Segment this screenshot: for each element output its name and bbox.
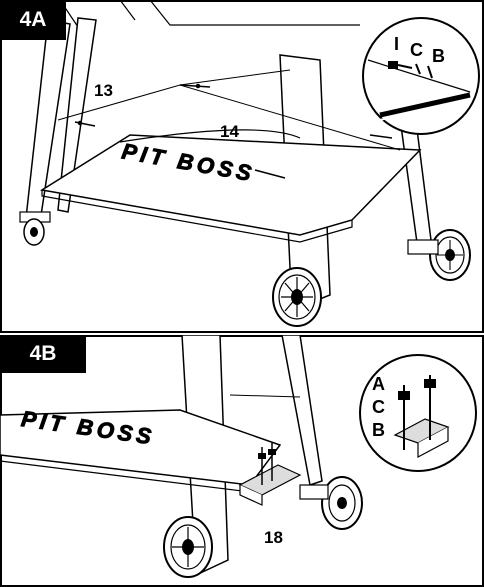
inset-label-c-4b: C [372,397,385,417]
inset-label-b: B [432,46,445,66]
bracket-part-18 [238,443,302,506]
zoom-inset-4b: A C B [359,354,477,472]
part-label-18: 18 [264,528,283,547]
part-label-13: 13 [94,81,113,100]
large-wheel-4a [272,267,322,327]
step-tag-4b: 4B [0,335,86,373]
step-4a-panel: PIT BOSS [0,0,484,333]
step-4b-panel: PIT BOSS [0,335,484,587]
inset-label-b-4b: B [372,420,385,440]
large-wheel-4b [163,516,213,578]
rear-wheel-4a [407,229,471,281]
front-caster-left [19,211,51,246]
inset-label-c: C [410,40,423,60]
step-4b-illustration: PIT BOSS [0,335,484,587]
inset-label-a: A [372,374,385,394]
zoom-inset-4a: I C B [362,17,480,135]
step-tag-4a: 4A [0,0,66,40]
step-4a-illustration: PIT BOSS [0,0,484,333]
part-label-14: 14 [220,122,239,141]
inset-label-i: I [394,34,399,54]
rear-wheel-4b [299,476,363,530]
